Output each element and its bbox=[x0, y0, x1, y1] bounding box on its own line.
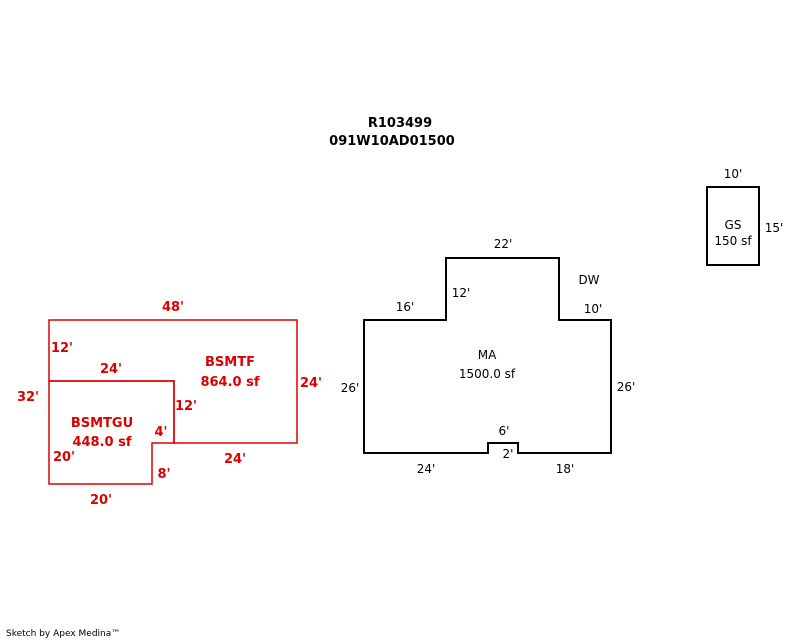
garage-outline bbox=[706, 186, 760, 266]
account-number: R103499 bbox=[368, 116, 432, 131]
main-dim-left-step: 16' bbox=[396, 300, 415, 314]
bsmtf-dim-right: 24' bbox=[300, 376, 322, 391]
bsmtgu-dim-inner-right: 12' bbox=[175, 399, 197, 414]
main-dim-top: 22' bbox=[494, 237, 513, 251]
bsmtf-area: 864.0 sf bbox=[200, 375, 259, 390]
garage-code: GS bbox=[725, 218, 742, 232]
main-dim-bump-width: 6' bbox=[499, 424, 510, 438]
driveway-label: DW bbox=[578, 273, 599, 287]
main-dim-notch-side: 12' bbox=[452, 286, 471, 300]
bsmtf-dim-left-upper: 12' bbox=[51, 341, 73, 356]
main-area-sqft: 1500.0 sf bbox=[459, 367, 516, 381]
bsmtf-dim-bottom: 24' bbox=[224, 452, 246, 467]
main-area-outline bbox=[363, 257, 612, 454]
garage-dim-top: 10' bbox=[724, 167, 743, 181]
bsmtgu-area: 448.0 sf bbox=[72, 435, 131, 450]
main-dim-right: 26' bbox=[617, 380, 636, 394]
main-area-code: MA bbox=[478, 348, 497, 362]
sketch-credit: Sketch by Apex Medina™ bbox=[6, 629, 120, 639]
garage-dim-right: 15' bbox=[765, 221, 784, 235]
bsmtf-dim-top: 48' bbox=[162, 300, 184, 315]
garage-area: 150 sf bbox=[714, 234, 752, 248]
main-dim-right-step: 10' bbox=[584, 302, 603, 316]
main-dim-bottom-right: 18' bbox=[556, 462, 575, 476]
main-dim-left: 26' bbox=[341, 381, 360, 395]
bsmtgu-dim-bottom: 20' bbox=[90, 493, 112, 508]
bsmtgu-dim-step-small: 4' bbox=[154, 425, 167, 440]
bsmtf-code: BSMTF bbox=[205, 355, 255, 370]
bsmtgu-dim-overall-left: 32' bbox=[17, 390, 39, 405]
main-dim-bottom-left: 24' bbox=[417, 462, 436, 476]
main-dim-bump-depth: 2' bbox=[503, 447, 514, 461]
bsmtgu-dim-step-down: 8' bbox=[157, 467, 170, 482]
bsmtgu-dim-left-lower: 20' bbox=[53, 450, 75, 465]
bsmtgu-dim-top: 24' bbox=[100, 362, 122, 377]
basement-unfinished-outline bbox=[48, 380, 175, 485]
parcel-number: 091W10AD01500 bbox=[329, 134, 455, 149]
bsmtgu-code: BSMTGU bbox=[71, 416, 133, 431]
